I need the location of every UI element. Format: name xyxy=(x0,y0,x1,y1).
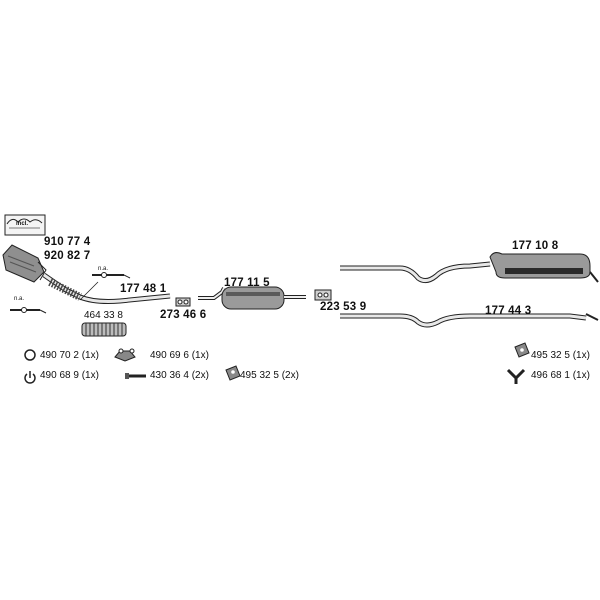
kit-box xyxy=(4,214,46,236)
kit-incl-label: incl. xyxy=(16,221,29,227)
middle-silencer xyxy=(198,286,306,310)
rear-pipe-label: 177 44 3 xyxy=(485,305,532,317)
flex-pipe xyxy=(81,322,127,337)
hardware-bolt-label: 430 36 4 (2x) xyxy=(150,370,209,381)
clamp-rear-label: 223 53 9 xyxy=(320,301,367,313)
clamp-front xyxy=(175,297,191,307)
kit-part-a-label: 910 77 4 xyxy=(44,236,91,248)
hardware-hanger-right-label: 495 32 5 (1x) xyxy=(531,350,590,361)
lambda-sensor-left xyxy=(10,307,47,314)
hardware-hanger-left-label: 495 32 5 (2x) xyxy=(240,370,299,381)
hardware-bracket-label: 490 69 6 (1x) xyxy=(150,350,209,361)
flex-pipe-label: 464 33 8 xyxy=(84,310,123,321)
hardware-icons xyxy=(24,342,530,384)
front-pipe-label: 177 48 1 xyxy=(120,283,167,295)
rear-silencer-label: 177 10 8 xyxy=(512,240,559,252)
hardware-y-mount-label: 496 68 1 (1x) xyxy=(531,370,590,381)
hardware-ring-small-label: 490 68 9 (1x) xyxy=(40,370,99,381)
clamp-front-label: 273 46 6 xyxy=(160,309,207,321)
catalytic-converter xyxy=(2,244,47,283)
na-left-label: n.a. xyxy=(14,296,25,302)
clamp-rear xyxy=(314,289,332,301)
kit-part-b-label: 920 82 7 xyxy=(44,250,91,262)
lambda-sensor-top xyxy=(92,272,131,279)
rear-silencer-assembly xyxy=(340,252,599,284)
hardware-ring-label: 490 70 2 (1x) xyxy=(40,350,99,361)
na-top-label: n.a. xyxy=(98,266,109,272)
front-pipe xyxy=(42,272,171,304)
middle-silencer-label: 177 11 5 xyxy=(224,277,270,289)
rear-pipe xyxy=(340,313,599,328)
